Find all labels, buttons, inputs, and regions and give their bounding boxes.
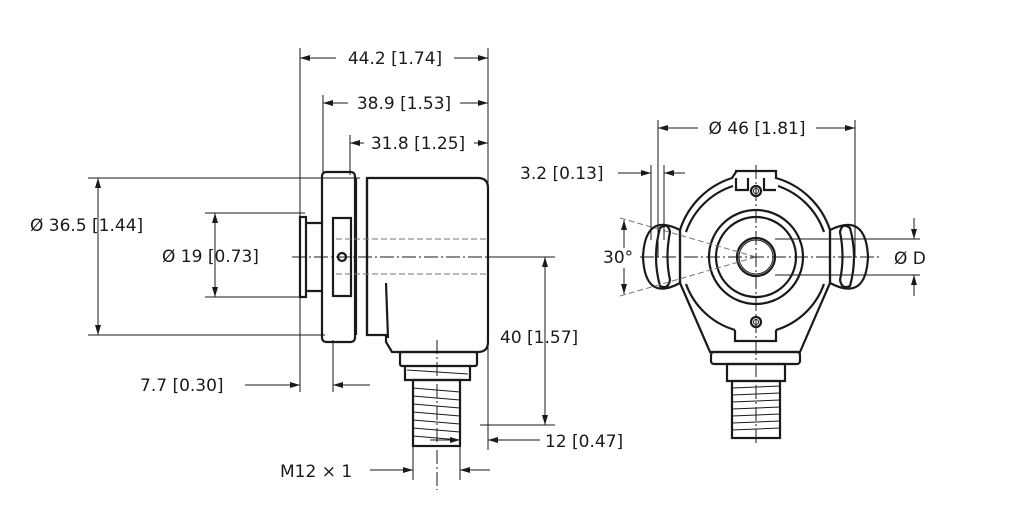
- dim-slot-width: 3.2 [0.13]: [520, 164, 604, 184]
- front-outline: [619, 165, 880, 445]
- part-outline: [292, 170, 500, 490]
- front-view: Ø 46 [1.81] 3.2 [0.13] 30° Ø D: [520, 119, 930, 445]
- front-dimension-lines: [618, 120, 920, 296]
- dim-connector-offset: 12 [0.47]: [545, 432, 623, 452]
- dim-mount-diameter: Ø 46 [1.81]: [709, 119, 806, 139]
- dim-connector-height: 40 [1.57]: [500, 328, 578, 348]
- dim-connector-thread: M12 × 1: [280, 462, 352, 482]
- dim-body-length: 31.8 [1.25]: [371, 134, 465, 154]
- dim-housing-diameter: Ø 36.5 [1.44]: [30, 216, 143, 236]
- side-view: 44.2 [1.74] 38.9 [1.53] 31.8 [1.25] Ø 36…: [30, 48, 623, 490]
- dim-flange-thickness: 7.7 [0.30]: [140, 376, 224, 396]
- dim-bore-diameter: Ø D: [894, 249, 926, 269]
- dim-housing-length: 38.9 [1.53]: [357, 94, 451, 114]
- dim-slot-angle: 30°: [603, 248, 633, 268]
- dim-overall-length: 44.2 [1.74]: [348, 49, 442, 69]
- dim-shaft-diameter: Ø 19 [0.73]: [162, 247, 259, 267]
